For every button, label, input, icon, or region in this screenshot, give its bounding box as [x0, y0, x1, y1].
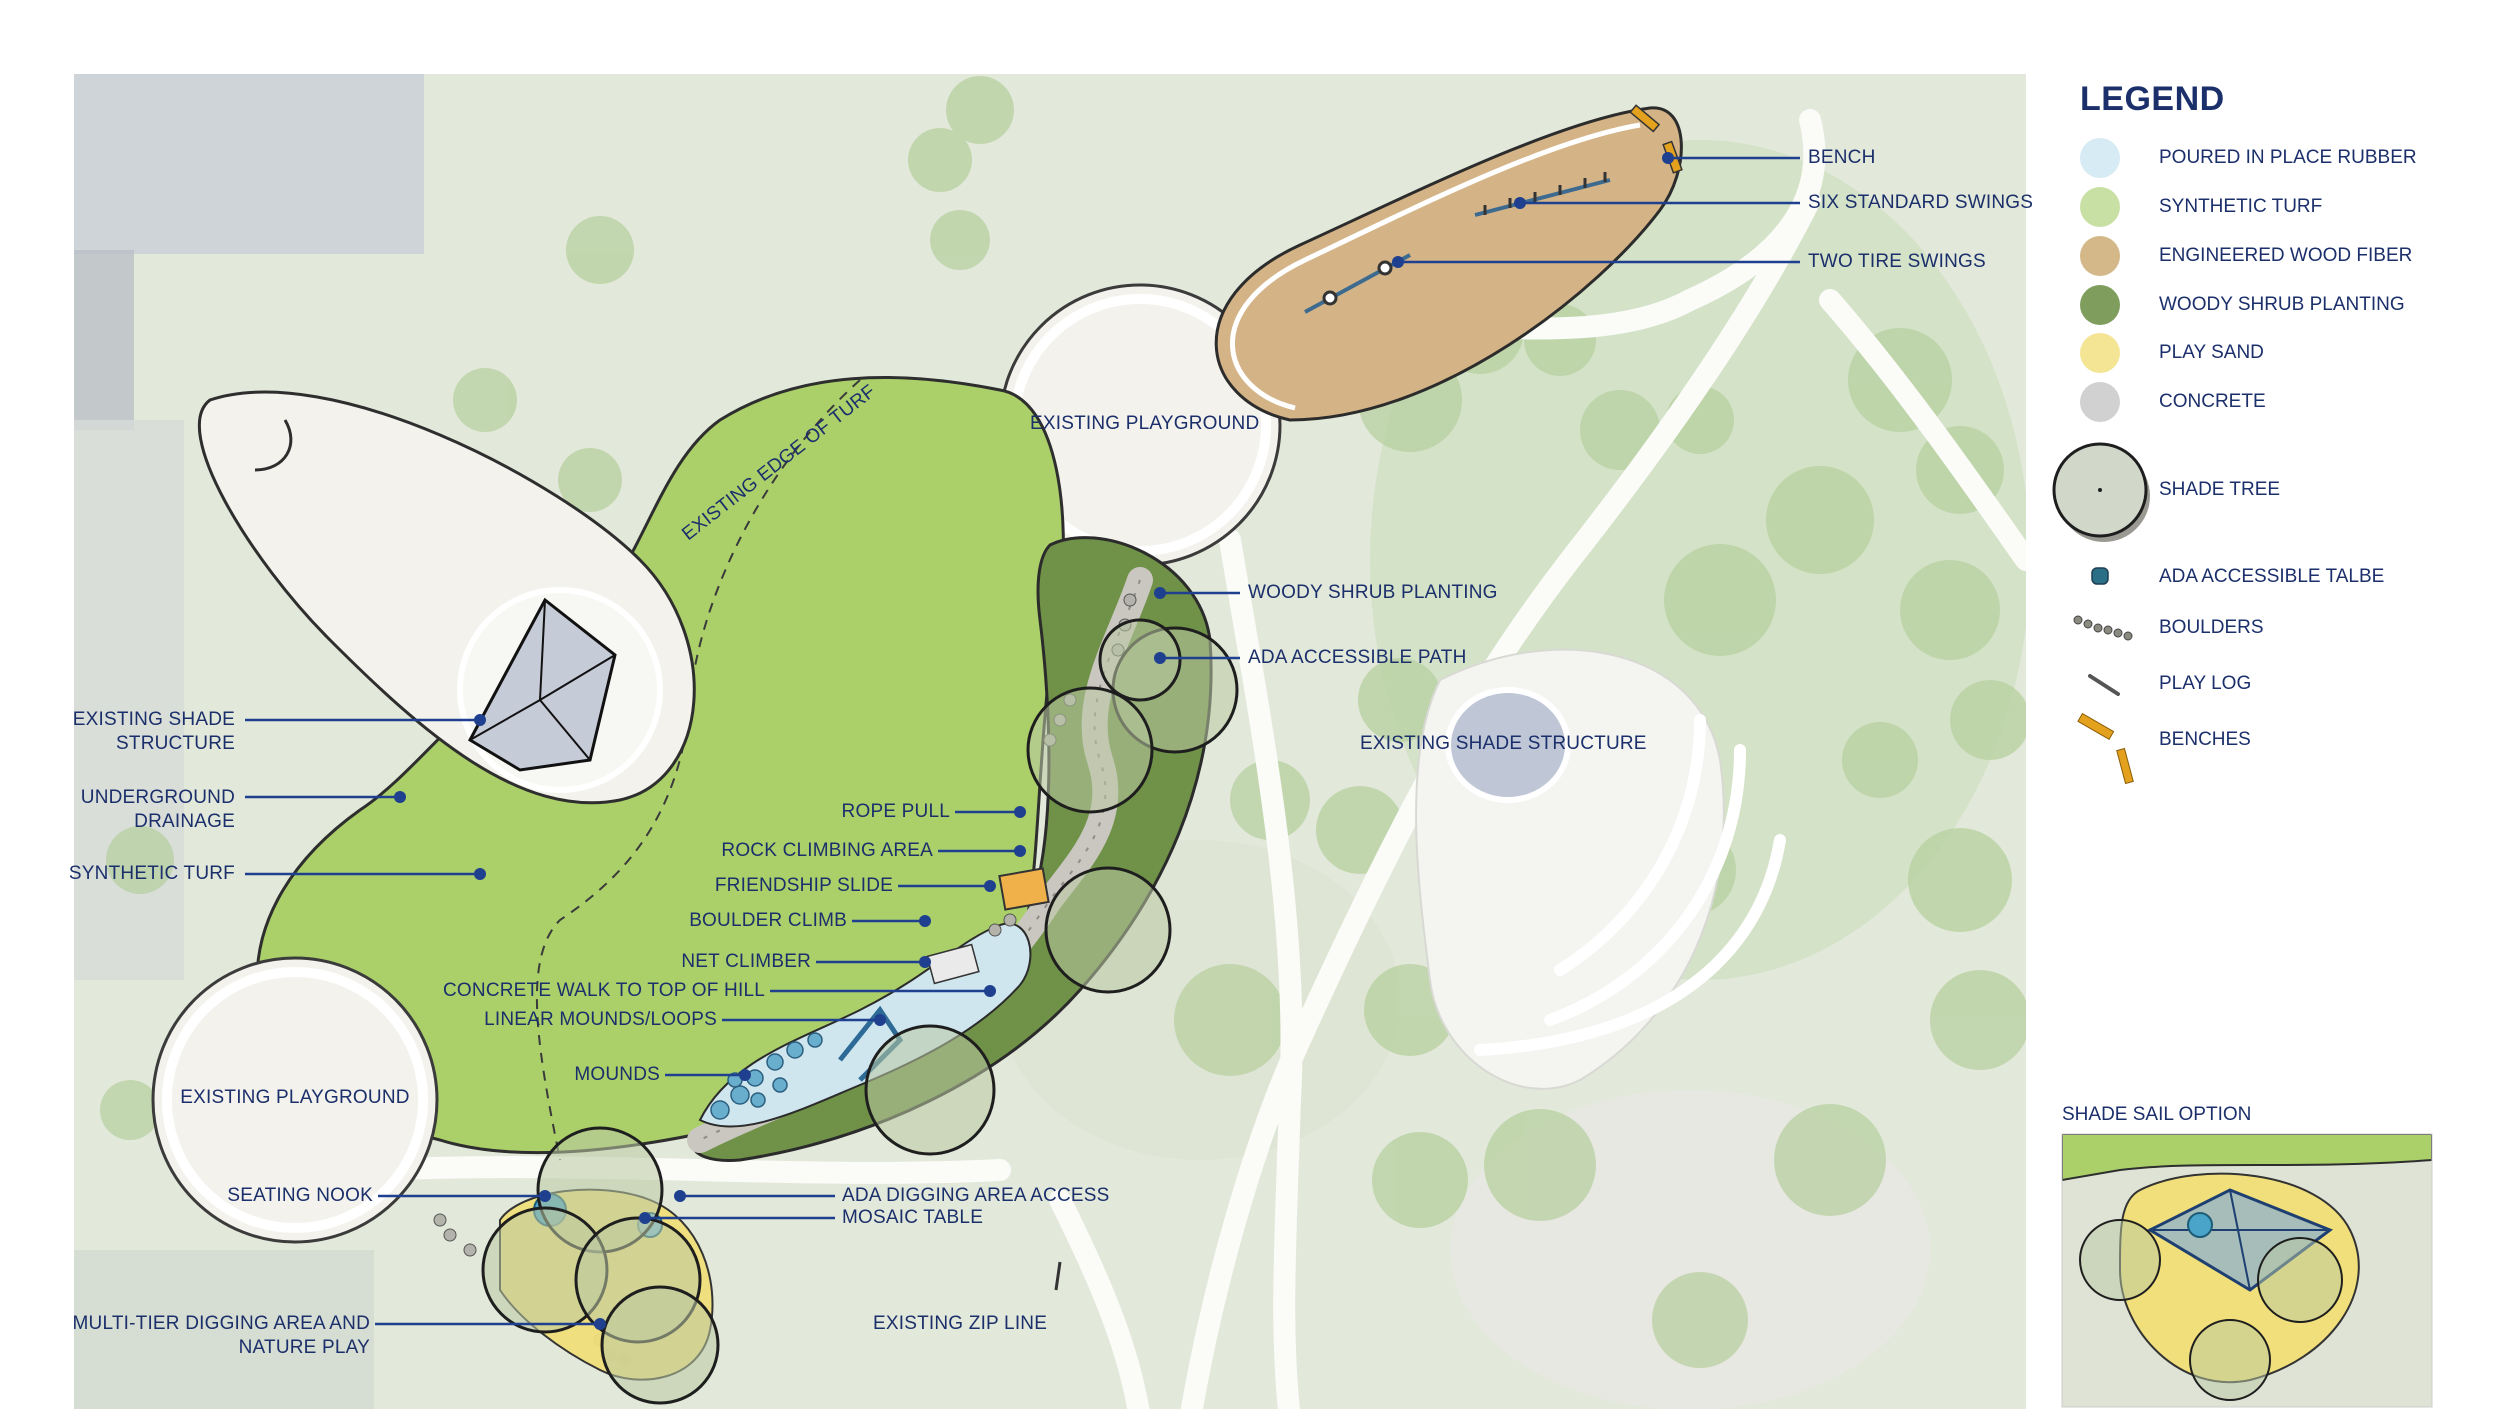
label-boulder-climb: BOULDER CLIMB [689, 910, 847, 931]
legend-label: SHADE TREE [2159, 479, 2281, 500]
building-edge [74, 250, 134, 430]
legend-item-boulders: BOULDERS [2080, 616, 2480, 660]
legend-label: WOODY SHRUB PLANTING [2159, 294, 2405, 315]
existing-edge-of-turf-line [535, 379, 861, 1161]
label-existing-playground-top: EXISTING PLAYGROUND [1030, 413, 1260, 434]
mounds [710, 1032, 823, 1120]
legend-swatches [2052, 138, 2150, 785]
label-multi-tier-line2: NATURE PLAY [238, 1337, 370, 1358]
swatch-boulders [2073, 615, 2133, 641]
legend-label: ENGINEERED WOOD FIBER [2159, 245, 2413, 266]
existing-shade-structure-right [1445, 687, 1571, 803]
proposed-shade-trees [481, 618, 1239, 1405]
legend-label: PLAY SAND [2159, 342, 2264, 363]
legend-label: SYNTHETIC TURF [2159, 196, 2323, 217]
leader-lines [245, 156, 1800, 1326]
parking-area [74, 1250, 374, 1409]
label-rope-pull: ROPE PULL [841, 801, 950, 822]
legend-label: PLAY LOG [2159, 673, 2252, 694]
legend-title: LEGEND [2080, 80, 2225, 118]
label-rock-climbing-area: ROCK CLIMBING AREA [721, 840, 933, 861]
legend-label: BOULDERS [2159, 617, 2264, 638]
swatch-play-log [2088, 674, 2120, 696]
existing-zip-line [1054, 1261, 1062, 1291]
legend-label: POURED IN PLACE RUBBER [2159, 147, 2417, 168]
swatch-poured-in-place-rubber [2080, 138, 2120, 178]
swatch-ada-accessible-table [2091, 567, 2109, 585]
label-existing-shade-structure-right: EXISTING SHADE STRUCTURE [1360, 733, 1647, 754]
swatch-synthetic-turf [2080, 187, 2120, 227]
legend-item-ada-accessible-table: ADA ACCESSIBLE TALBE [2080, 565, 2480, 609]
legend-label: BENCHES [2159, 729, 2251, 750]
friendship-slide [998, 867, 1050, 911]
label-existing-shade-line2: STRUCTURE [116, 733, 235, 754]
legend-item-play-sand: PLAY SAND [2080, 341, 2480, 385]
label-existing-shade-line1: EXISTING SHADE [72, 709, 235, 730]
label-existing-playground-left: EXISTING PLAYGROUND [180, 1087, 410, 1108]
label-mosaic-table: MOSAIC TABLE [842, 1207, 984, 1228]
swatch-engineered-wood-fiber [2080, 236, 2120, 276]
existing-shade-structure-left [468, 597, 617, 772]
label-friendship-slide: FRIENDSHIP SLIDE [714, 875, 893, 896]
label-synthetic-turf: SYNTHETIC TURF [68, 863, 235, 884]
building-roof [74, 74, 424, 254]
label-ada-digging-area-access: ADA DIGGING AREA ACCESS [842, 1185, 1110, 1206]
swatch-benches [2077, 712, 2134, 785]
legend-label: CONCRETE [2159, 391, 2266, 412]
inset-title: SHADE SAIL OPTION [2062, 1104, 2252, 1125]
label-underground-line2: DRAINAGE [134, 811, 235, 832]
label-woody-shrub-planting: WOODY SHRUB PLANTING [1248, 582, 1498, 603]
label-underground-line1: UNDERGROUND [80, 787, 235, 808]
existing-playground-left [151, 956, 439, 1244]
two-tire-swings [1304, 253, 1411, 314]
six-standard-swings [1474, 172, 1611, 217]
legend-item-synthetic-turf: SYNTHETIC TURF [2080, 195, 2480, 239]
legend-item-engineered-wood-fiber: ENGINEERED WOOD FIBER [2080, 244, 2480, 288]
net-climber [926, 943, 980, 985]
label-net-climber: NET CLIMBER [681, 951, 811, 972]
swatch-woody-shrub-planting [2080, 285, 2120, 325]
street-area [74, 420, 184, 980]
legend-item-concrete: CONCRETE [2080, 390, 2480, 434]
leader-dots [394, 152, 1674, 1330]
label-existing-zip-line: EXISTING ZIP LINE [873, 1313, 1048, 1334]
site-plan-map [74, 74, 2026, 1409]
legend-label: ADA ACCESSIBLE TALBE [2159, 566, 2385, 587]
label-linear-mounds-loops: LINEAR MOUNDS/LOOPS [484, 1009, 717, 1030]
legend-item-poured-in-place-rubber: POURED IN PLACE RUBBER [2080, 146, 2480, 190]
label-concrete-walk: CONCRETE WALK TO TOP OF HILL [443, 980, 765, 1001]
label-bench: BENCH [1808, 147, 1876, 168]
swatch-play-sand [2080, 333, 2120, 373]
label-two-tire-swings: TWO TIRE SWINGS [1808, 251, 1986, 272]
legend-item-play-log: PLAY LOG [2080, 672, 2480, 716]
swatch-shade-tree [2052, 442, 2150, 542]
label-seating-nook: SEATING NOOK [227, 1185, 373, 1206]
legend-item-shade-tree: SHADE TREE [2080, 478, 2480, 522]
label-multi-tier-line1: MULTI-TIER DIGGING AREA AND [72, 1313, 370, 1334]
amphitheater-seat-walls [1474, 714, 1786, 1056]
label-mounds: MOUNDS [574, 1064, 660, 1085]
label-six-standard-swings: SIX STANDARD SWINGS [1808, 192, 2034, 213]
legend-item-benches: BENCHES [2080, 728, 2480, 772]
swatch-concrete [2080, 382, 2120, 422]
shade-sail-option-inset [2062, 1134, 2432, 1407]
label-ada-accessible-path: ADA ACCESSIBLE PATH [1248, 647, 1467, 668]
legend-item-woody-shrub-planting: WOODY SHRUB PLANTING [2080, 293, 2480, 337]
